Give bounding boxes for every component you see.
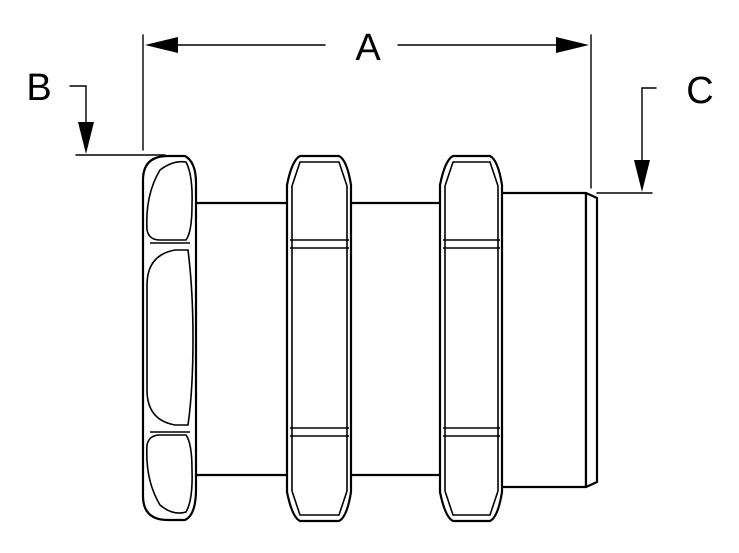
right-hex-outline (438, 154, 504, 523)
dimension-b-arrowhead (78, 122, 94, 154)
fitting-body (141, 154, 599, 523)
dimension-a-label: A (355, 27, 381, 69)
middle-hex-outline (285, 154, 353, 523)
middle-hex-bottom-chamfer (291, 490, 348, 516)
dimension-a-right-arrowhead (556, 37, 589, 53)
dimension-c-arrowhead (634, 160, 650, 192)
shank-chamfer (584, 191, 599, 489)
left-hex-middle-facet (146, 249, 194, 426)
threaded-shank (495, 191, 588, 489)
dimension-c-label: C (686, 70, 713, 112)
dimension-a: A (142, 27, 592, 189)
right-hex-top-chamfer (444, 161, 499, 187)
middle-hex-nut (285, 154, 353, 523)
middle-hex-top-chamfer (291, 161, 348, 187)
dimension-b: B (26, 67, 166, 156)
left-hex-top-facet (145, 160, 193, 241)
right-hex-nut (438, 154, 504, 523)
left-hex-outline (141, 154, 198, 522)
left-hex-cap (141, 154, 198, 522)
dimension-a-left-arrowhead (145, 37, 178, 53)
dimension-b-label: B (26, 67, 51, 109)
right-hex-bottom-chamfer (444, 490, 499, 516)
dimension-c: C (596, 70, 714, 194)
left-hex-bottom-facet (145, 434, 193, 514)
